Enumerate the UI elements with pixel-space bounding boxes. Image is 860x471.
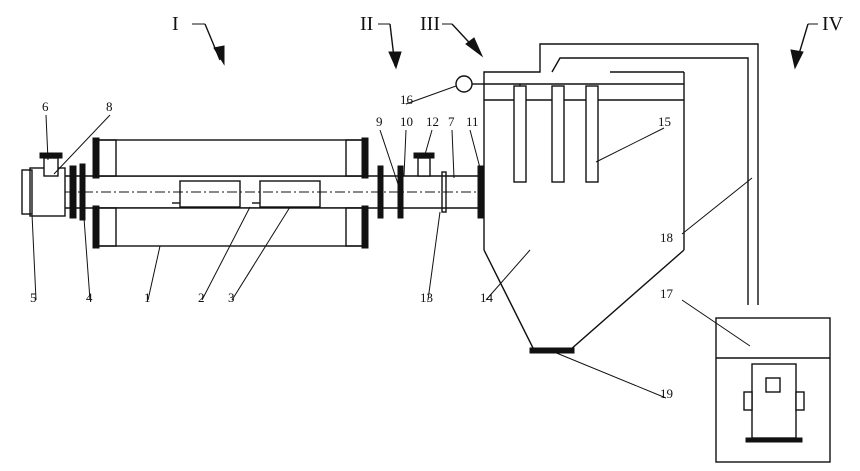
label-15: 15	[658, 114, 671, 129]
pipe-flanges	[69, 163, 485, 221]
leader-lines	[31, 85, 753, 399]
label-6: 6	[42, 99, 49, 114]
section-marker-III: III	[420, 13, 484, 58]
heater-jacket	[92, 137, 369, 249]
label-17: 17	[660, 286, 674, 301]
baffle-13	[441, 171, 447, 213]
label-2: 2	[198, 290, 205, 305]
label-1: 1	[144, 290, 151, 305]
label-9: 9	[376, 114, 383, 129]
label-18: 18	[660, 230, 673, 245]
label-5: 5	[30, 290, 37, 305]
label-3: 3	[228, 290, 235, 305]
inner-block-3	[252, 180, 321, 208]
label-8: 8	[106, 99, 113, 114]
svg-text:IV: IV	[822, 13, 844, 35]
label-14: 14	[480, 290, 494, 305]
label-13: 13	[420, 290, 433, 305]
label-10: 10	[400, 114, 413, 129]
fan-housing	[715, 317, 831, 463]
label-4: 4	[86, 290, 93, 305]
nozzle-6	[39, 152, 63, 177]
inner-block-2	[172, 180, 241, 208]
label-11: 11	[466, 114, 479, 129]
label-16: 16	[400, 92, 414, 107]
section-marker-IV: IV	[790, 13, 844, 70]
svg-text:I: I	[172, 13, 179, 35]
label-19: 19	[660, 386, 673, 401]
label-12: 12	[426, 114, 439, 129]
svg-text:II: II	[360, 13, 373, 35]
svg-text:III: III	[420, 13, 440, 35]
label-7: 7	[448, 114, 455, 129]
section-marker-I: I	[172, 13, 225, 66]
part-labels: 6 8 9 10 12 7 11 16 15 18 17 19 5 4 1 2 …	[30, 92, 674, 401]
gauge-16	[455, 75, 484, 93]
dust-collector	[483, 43, 759, 354]
section-marker-II: II	[360, 13, 402, 70]
